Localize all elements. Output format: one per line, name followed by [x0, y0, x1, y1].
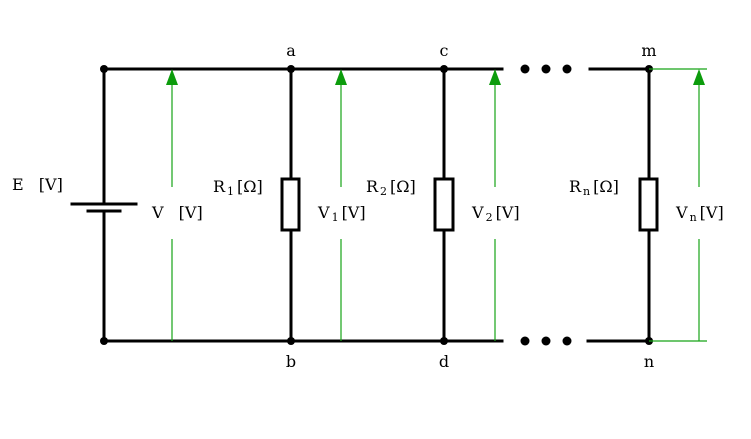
voltage-n-unit: [V] — [700, 203, 724, 222]
resistor-2 — [433, 177, 455, 232]
voltage-arrow-n — [649, 68, 707, 342]
node-label-d: d — [439, 352, 449, 371]
resistor-2-index: 2 — [380, 185, 387, 198]
voltage-1-name: V — [317, 203, 330, 222]
voltage-n-name: V — [675, 203, 688, 222]
voltage-n-index: n — [690, 211, 697, 224]
resistor-n-index: n — [583, 185, 590, 198]
node-label-c: c — [440, 41, 449, 60]
voltage-arrow-total — [166, 69, 178, 341]
voltage-2-unit: [V] — [496, 203, 520, 222]
node-label-m: m — [641, 41, 656, 60]
total-voltage-name: V — [151, 203, 164, 222]
resistor-1-index: 1 — [227, 185, 234, 198]
resistor-n — [638, 177, 659, 232]
junction-d — [440, 337, 448, 345]
resistor-1 — [280, 177, 301, 232]
junction-c — [440, 65, 448, 73]
total-voltage-unit: [V] — [179, 203, 203, 222]
resistor-2-unit: [Ω] — [390, 177, 416, 196]
node-label-n: n — [644, 352, 654, 371]
junction-b — [287, 337, 295, 345]
voltage-arrow-2 — [489, 69, 501, 341]
voltage-2-index: 2 — [486, 211, 493, 224]
voltage-1-unit: [V] — [342, 203, 366, 222]
source-name: E — [12, 175, 24, 194]
source-label: E [V] — [12, 175, 63, 194]
resistor-n-unit: [Ω] — [593, 177, 619, 196]
resistor-1-unit: [Ω] — [237, 177, 263, 196]
resistor-2-name: R — [366, 177, 379, 196]
bottom-ellipsis — [520, 336, 572, 346]
junction-bottom-battery — [100, 337, 108, 345]
voltage-2-name: V — [471, 203, 484, 222]
resistor-n-name: R — [569, 177, 582, 196]
voltage-arrow-1 — [335, 69, 347, 341]
top-ellipsis — [520, 64, 572, 74]
node-label-a: a — [286, 41, 296, 60]
node-label-b: b — [286, 352, 296, 371]
resistor-1-name: R — [213, 177, 226, 196]
junction-top-battery — [100, 65, 108, 73]
voltage-1-index: 1 — [332, 211, 339, 224]
junction-a — [287, 65, 295, 73]
source-unit: [V] — [39, 175, 63, 194]
total-voltage-label: V [V] — [151, 203, 203, 222]
